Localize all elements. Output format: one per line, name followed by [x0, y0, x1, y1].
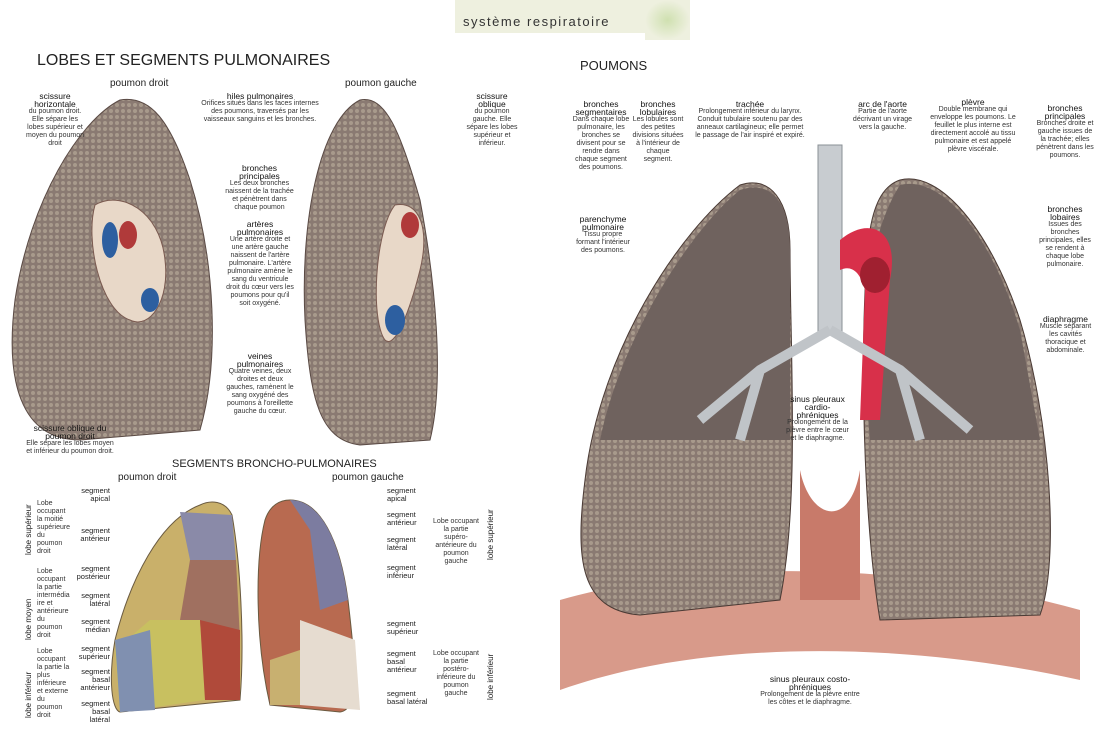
- seg-l-anterior: segment antérieur: [387, 510, 417, 527]
- seg-l-inferior: segment inférieur: [387, 563, 416, 580]
- lobe-r-inferior: lobe inférieur: [24, 671, 33, 718]
- lungs-title: POUMONS: [580, 58, 648, 73]
- seg-r-apical: segment apical: [81, 486, 110, 503]
- lung-logo-icon: [645, 0, 690, 40]
- artery-mark: [401, 212, 419, 238]
- seg-r-basal-anterior: segment basal antérieur: [80, 667, 110, 692]
- vein-mark: [385, 305, 405, 335]
- seg-r-anterior: segment antérieur: [80, 526, 110, 543]
- section-title: système respiratoire: [463, 14, 611, 29]
- seg-l-lateral: segment latéral: [387, 535, 416, 552]
- seg-r-superior: segment supérieur: [78, 644, 110, 661]
- lobe-l-superior-desc: Lobe occupant la partie supéro-antérieur…: [433, 518, 479, 565]
- artery-mark: [119, 221, 137, 249]
- lobe-r-middle: lobe moyen: [24, 598, 33, 640]
- lobe-r-inferior-desc: Lobe occupant la partie la plus inférieu…: [37, 648, 70, 719]
- bronchi: [696, 325, 974, 442]
- lobes-title: LOBES ET SEGMENTS PULMONAIRES: [37, 52, 331, 69]
- lobe-r-middle-desc: Lobe occupant la partie intermédiaire et…: [37, 568, 70, 639]
- left-lung-medial-view: [303, 99, 438, 446]
- left-lung-caption: poumon gauche: [345, 78, 417, 89]
- right-lung-segments-caption: poumon droit: [118, 472, 177, 483]
- seg-l-basal-anterior: segment basal antérieur: [387, 649, 417, 674]
- seg-r-basal-lateral: segment basal latéral: [81, 699, 110, 724]
- seg-r-median: segment médian: [81, 617, 110, 634]
- vein-mark: [141, 288, 159, 312]
- seg-l-apical: segment apical: [387, 486, 416, 503]
- segments-title: SEGMENTS BRONCHO-PULMONAIRES: [172, 458, 377, 470]
- seg-r-lateral: segment latéral: [81, 591, 110, 608]
- lobe-l-inferior: lobe inférieur: [486, 653, 495, 700]
- seg-l-basal-lateral: segment basal latéral: [387, 689, 428, 706]
- seg-l-superior: segment supérieur: [387, 619, 419, 636]
- section-header: système respiratoire: [455, 0, 690, 40]
- left-lung-segments-caption: poumon gauche: [332, 472, 404, 483]
- lobe-l-superior: lobe supérieur: [486, 509, 495, 560]
- lobe-r-superior: lobe supérieur: [24, 504, 33, 555]
- seg-r-posterior: segment postérieur: [76, 564, 110, 581]
- heart-pericardium: [800, 470, 860, 600]
- lobe-r-superior-desc: Lobe occupant la moitié supérieure du po…: [37, 500, 71, 555]
- lobe-l-inferior-desc: Lobe occupant la partie postéro-inférieu…: [433, 650, 479, 697]
- trachea: [817, 144, 843, 336]
- vein-mark: [102, 222, 118, 258]
- right-lung-caption: poumon droit: [110, 78, 169, 89]
